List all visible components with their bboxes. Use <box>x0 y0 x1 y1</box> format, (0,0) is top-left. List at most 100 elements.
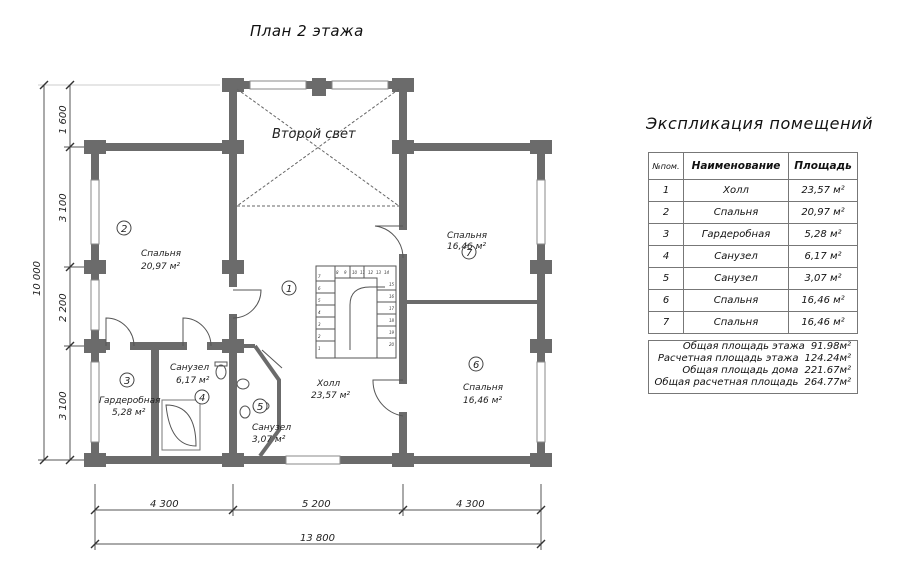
room-4-area: 6,17 м² <box>176 376 210 386</box>
stair-step-label: 20 <box>389 342 395 347</box>
summary-row: Общая площадь дома 221.67м² <box>649 365 857 377</box>
dimension-labels: 4 300 5 200 4 300 13 800 1 600 3 100 2 2… <box>32 105 485 544</box>
row-name: Спальня <box>683 289 789 312</box>
room-2-area: 20,97 м² <box>141 262 180 272</box>
stair-step-label: 7 <box>318 274 321 279</box>
stair <box>315 265 397 359</box>
toilet-icon <box>239 405 251 419</box>
summary-label: Общая расчетная площадь <box>654 377 799 388</box>
stair-step-label: 13 <box>376 270 382 275</box>
room-number-4: 4 <box>199 393 205 404</box>
doors <box>105 225 404 417</box>
header-area: Площадь <box>788 152 858 180</box>
room-number-2: 2 <box>121 224 127 235</box>
room-7-name: Спальня <box>447 231 488 241</box>
dim-total: 13 800 <box>300 533 335 544</box>
room-3-name: Гардеробная <box>99 396 161 406</box>
dim-bottom-1: 4 300 <box>150 499 179 510</box>
sink-icon <box>236 378 250 390</box>
room-1-name: Холл <box>316 379 340 389</box>
plan-title: План 2 этажа <box>250 22 364 40</box>
dim-bottom-3: 4 300 <box>456 499 485 510</box>
stair-step-label: 15 <box>389 282 395 287</box>
row-num: 3 <box>648 223 684 246</box>
summary-label: Расчетная площадь этажа <box>657 353 799 364</box>
stair-step-label: 2 <box>318 334 321 339</box>
stair-step-label: 12 <box>368 270 374 275</box>
summary-value: 124.24м² <box>804 353 851 364</box>
row-num: 6 <box>648 289 684 312</box>
table-row: 3 Гардеробная 5,28 м² <box>648 223 858 246</box>
stair-step-label: 17 <box>389 306 395 311</box>
table-row: 7 Спальня 16,46 м² <box>648 311 858 334</box>
summary-value: 91.98м² <box>810 341 851 352</box>
room-1-area: 23,57 м² <box>311 391 350 401</box>
row-name: Холл <box>683 179 789 202</box>
row-area: 5,28 м² <box>788 223 858 246</box>
dim-left-3: 2 200 <box>58 293 69 322</box>
row-num: 1 <box>648 179 684 202</box>
second-light-void <box>236 88 400 207</box>
table-row: 1 Холл 23,57 м² <box>648 179 858 202</box>
row-area: 20,97 м² <box>788 201 858 224</box>
room-number-1: 1 <box>286 284 292 295</box>
summary-value: 264.77м² <box>804 377 851 388</box>
row-name: Санузел <box>683 245 789 268</box>
table-row: 5 Санузел 3,07 м² <box>648 267 858 290</box>
room-3-area: 5,28 м² <box>112 408 146 418</box>
room-5-area: 3,07 м² <box>252 435 286 445</box>
summary-value: 221.67м² <box>804 365 851 376</box>
dimension-lines <box>38 84 542 550</box>
dim-bottom-2: 5 200 <box>302 499 331 510</box>
area-summary: Общая площадь этажа 91.98м² Расчетная пл… <box>648 340 858 394</box>
dim-left-4: 3 100 <box>58 391 69 420</box>
room-2-name: Спальня <box>141 249 182 259</box>
stair-step-label: 19 <box>389 330 395 335</box>
row-name: Спальня <box>683 311 789 334</box>
row-area: 16,46 м² <box>788 311 858 334</box>
table-row: 4 Санузел 6,17 м² <box>648 245 858 268</box>
row-num: 4 <box>648 245 684 268</box>
table-row: 6 Спальня 16,46 м² <box>648 289 858 312</box>
room-7-area: 16,46 м² <box>447 242 486 252</box>
stair-step-label: 10 <box>352 270 358 275</box>
table-header-row: №пом. Наименование Площадь <box>648 152 858 180</box>
stair-step-label: 16 <box>389 294 395 299</box>
windows <box>90 80 546 465</box>
explication-table: №пом. Наименование Площадь 1 Холл 23,57 … <box>648 152 858 334</box>
stair-step-label: 3 <box>318 322 321 327</box>
row-num: 7 <box>648 311 684 334</box>
stair-step-label: 1 <box>318 346 321 351</box>
dim-left-2: 3 100 <box>58 193 69 222</box>
dim-left-1: 1 600 <box>58 105 69 134</box>
stair-step-label: 4 <box>318 310 321 315</box>
stair-step-label: 6 <box>318 286 321 291</box>
stair-step-label: 5 <box>318 298 321 303</box>
summary-row: Общая расчетная площадь 264.77м² <box>649 377 857 389</box>
stair-step-numbers: 1 2 3 4 5 6 7 8 9 10 11 12 13 14 15 16 1… <box>318 270 395 351</box>
row-area: 6,17 м² <box>788 245 858 268</box>
room-number-5: 5 <box>257 402 263 413</box>
header-num: №пом. <box>648 152 684 180</box>
row-name: Гардеробная <box>683 223 789 246</box>
room-4-name: Санузел <box>170 363 209 373</box>
row-name: Санузел <box>683 267 789 290</box>
row-area: 16,46 м² <box>788 289 858 312</box>
dimension-ticks <box>39 80 546 549</box>
row-name: Спальня <box>683 201 789 224</box>
row-num: 5 <box>648 267 684 290</box>
log-ends <box>84 78 552 467</box>
room-number-3: 3 <box>124 376 130 387</box>
toilet-icon <box>215 364 227 380</box>
row-area: 23,57 м² <box>788 179 858 202</box>
row-num: 2 <box>648 201 684 224</box>
stair-step-label: 18 <box>389 318 395 323</box>
room-labels: Второй свет 2 Спальня 20,97 м² 1 Холл 23… <box>99 127 504 445</box>
explication-title: Экспликация помещений <box>646 114 874 133</box>
row-area: 3,07 м² <box>788 267 858 290</box>
floor-plan: 1 2 3 4 5 6 7 8 9 10 11 12 13 14 15 16 1… <box>32 78 552 550</box>
dim-left-total: 10 000 <box>32 261 43 296</box>
summary-row: Расчетная площадь этажа 124.24м² <box>649 353 857 365</box>
room-6-area: 16,46 м² <box>463 396 502 406</box>
summary-row: Общая площадь этажа 91.98м² <box>649 341 857 353</box>
